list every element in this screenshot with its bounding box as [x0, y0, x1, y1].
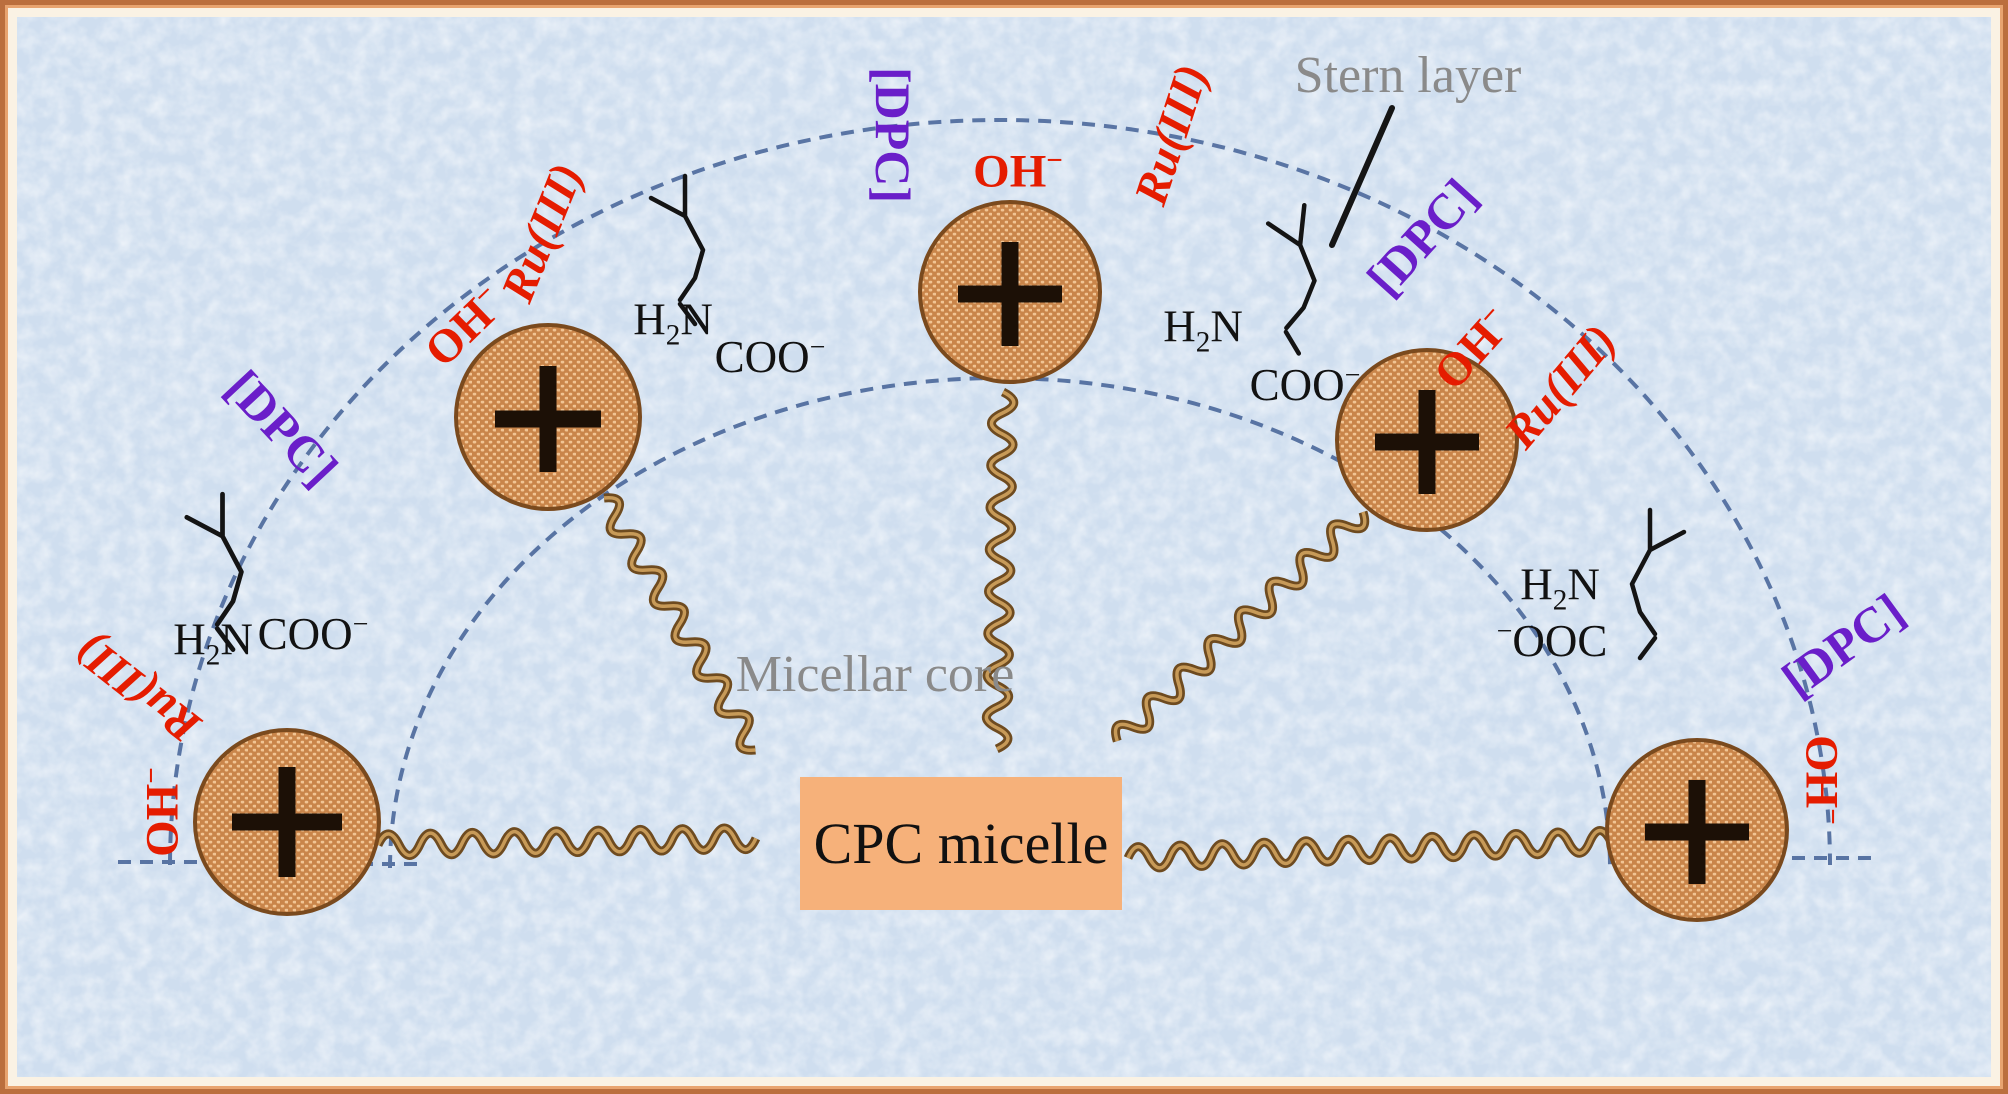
plus-icon	[495, 366, 601, 472]
h2n-sub: 2	[205, 639, 221, 672]
h2n-text: H	[1163, 301, 1196, 352]
surfactant-head-bottom-right	[1605, 738, 1789, 922]
oh-charge: −	[1816, 808, 1849, 825]
ru3-label-top-center: Ru(III)	[1124, 58, 1219, 212]
h2n-sub: 2	[1195, 326, 1211, 359]
oh-text: OH	[136, 783, 189, 857]
dpc-label-top: [DPC]	[865, 66, 921, 204]
plus-icon	[1375, 390, 1479, 494]
micellar-core-label: Micellar core	[735, 646, 1015, 703]
ru3-label-top-left: Ru(III)	[491, 156, 594, 310]
oh-text: OH	[1795, 735, 1848, 809]
oh-label-far-right: OH−	[1795, 735, 1849, 825]
coo-text: COO	[714, 332, 810, 382]
cpc-micelle-box: CPC micelle	[800, 777, 1122, 910]
surfactant-head-bottom-left	[193, 728, 381, 916]
coo-label-left: COO−	[258, 611, 369, 657]
h2n-text: H	[173, 614, 206, 665]
oh-label-right: OH−	[1424, 298, 1521, 400]
ru3-label-right: Ru(III)	[1494, 314, 1627, 459]
dpc-label-right: [DPC]	[1355, 167, 1489, 307]
oh-label-bottom-left: OH−	[135, 767, 189, 857]
plus-icon	[958, 242, 1062, 346]
h2n-text: H	[1520, 559, 1553, 610]
coo-label-upper-left: COO−	[715, 334, 826, 380]
cpc-micelle-label: CPC micelle	[813, 811, 1109, 876]
h2n-label-upper-right: H2N	[1163, 304, 1243, 357]
h2n-text: N	[1567, 559, 1600, 610]
stern-layer-label: Stern layer	[1294, 47, 1522, 104]
surfactant-head-top-center	[918, 200, 1102, 384]
ooc-text: OOC	[1512, 616, 1608, 666]
h2n-text: N	[1210, 301, 1243, 352]
plus-icon	[1645, 780, 1749, 884]
stern-outer-arc	[168, 118, 1832, 866]
stern-layer-pointer	[1329, 105, 1395, 248]
coo-text: COO	[1249, 360, 1345, 410]
ooc-charge: −	[1496, 616, 1513, 647]
h2n-label-left: H2N	[173, 617, 253, 670]
h2n-label-upper-left: H2N	[633, 297, 713, 350]
h2n-sub: 2	[1552, 584, 1568, 617]
coo-charge: −	[809, 332, 826, 363]
plus-icon	[232, 767, 342, 877]
coo-charge: −	[352, 609, 369, 640]
oh-text: OH	[973, 145, 1047, 198]
surfactant-head-upper-left	[454, 323, 642, 511]
h2n-label-right: H2N	[1520, 562, 1600, 615]
h2n-sub: 2	[665, 319, 681, 352]
dpc-label-left: [DPC]	[215, 359, 349, 497]
coo-text: COO	[257, 609, 353, 659]
h2n-text: H	[633, 294, 666, 345]
coo-label-upper-right: COO−	[1250, 362, 1361, 408]
h2n-text: N	[680, 294, 713, 345]
coo-charge: −	[1344, 360, 1361, 391]
oh-charge: −	[1046, 144, 1063, 177]
dpc-label-far-right: [DPC]	[1771, 582, 1915, 708]
oh-label-top: OH−	[973, 144, 1063, 198]
oh-charge: −	[135, 767, 168, 784]
ooc-label-right: −OOC	[1497, 618, 1608, 664]
h2n-text: N	[220, 614, 253, 665]
surfactant-head-right	[1335, 348, 1519, 532]
